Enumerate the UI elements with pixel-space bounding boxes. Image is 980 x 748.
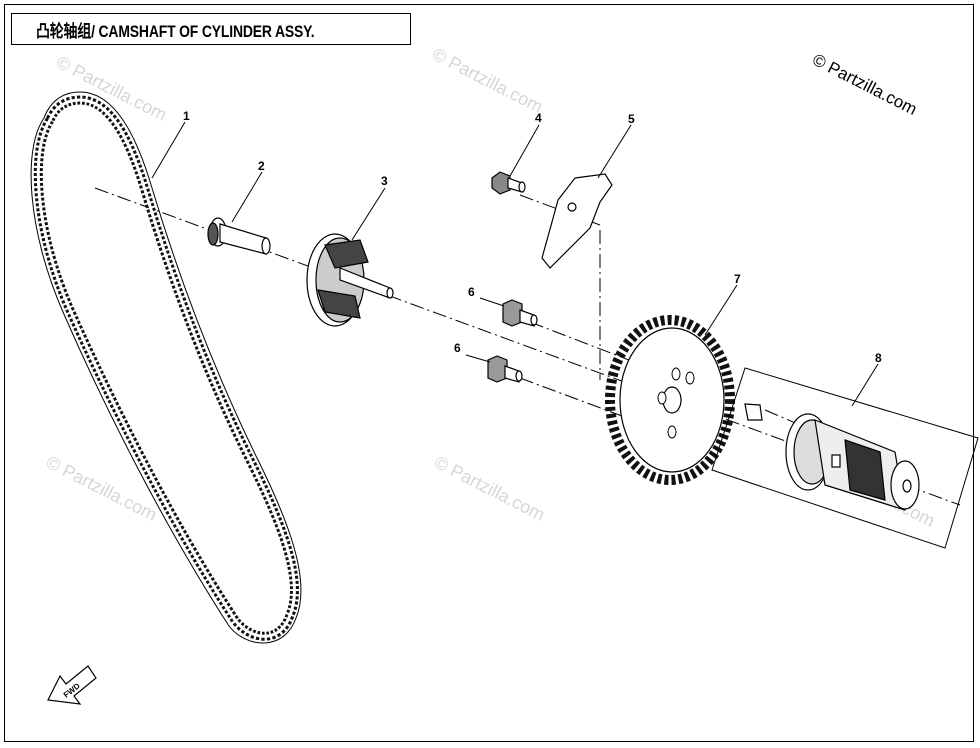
decompressor-weight-upper <box>324 239 369 269</box>
leader-8 <box>851 363 879 407</box>
callout-7: 7 <box>734 272 741 286</box>
chain-inner-gap <box>36 98 296 638</box>
callout-5: 5 <box>628 112 635 126</box>
diagram-frame <box>4 4 974 742</box>
leader-7 <box>704 284 738 336</box>
dowel-pin-lower-end <box>515 370 523 382</box>
dowel-pin-upper-end <box>530 314 538 326</box>
callout-6-upper: 6 <box>468 285 475 299</box>
camshaft-pin-hole <box>831 454 841 468</box>
timing-chain <box>30 91 302 644</box>
camshaft-end-hole <box>902 479 912 493</box>
leader-1 <box>151 121 186 179</box>
dowel-pin-lower-head <box>487 355 508 383</box>
decompressor-shaft-end <box>386 287 394 299</box>
callout-3: 3 <box>381 174 388 188</box>
chain-outline <box>30 91 302 644</box>
sprocket-hole-1 <box>685 371 695 385</box>
bolt <box>491 171 526 195</box>
fwd-arrow-shape <box>47 665 97 705</box>
camshaft-lobe-gear <box>844 439 886 501</box>
fwd-arrow: FWD <box>47 665 97 705</box>
pin-axis-line-lower <box>519 377 701 446</box>
lock-plate-body <box>541 173 613 269</box>
camshaft <box>744 403 920 511</box>
dowel-pin-lower <box>487 355 523 383</box>
callout-6-lower: 6 <box>454 341 461 355</box>
pin-body <box>219 223 267 255</box>
callout-2: 2 <box>258 159 265 173</box>
dowel-pin-lower-body <box>504 365 520 383</box>
sprocket-hole-2 <box>671 367 681 381</box>
camshaft-dowel <box>744 403 763 421</box>
bolt-head <box>491 171 511 195</box>
pin-head-shade <box>207 222 219 246</box>
pin-end <box>261 237 271 255</box>
sprocket-hole-4 <box>667 425 677 439</box>
callout-8: 8 <box>875 351 882 365</box>
leader-lines <box>151 121 879 407</box>
leader-5 <box>597 124 632 179</box>
dowel-pin-upper-head <box>502 299 523 327</box>
camshaft-box <box>711 367 979 549</box>
leader-6a <box>479 297 505 307</box>
cam-sprocket <box>605 315 735 485</box>
callout-1: 1 <box>183 109 190 123</box>
title-box: 凸轮轴组/ CAMSHAFT OF CYLINDER ASSY. <box>11 13 411 45</box>
leader-2 <box>231 171 263 223</box>
dowel-pin-upper <box>502 299 538 327</box>
callout-4: 4 <box>535 111 542 125</box>
leader-6b <box>465 354 491 363</box>
camshaft-bracket <box>711 367 979 549</box>
decompressor-weight-lower <box>317 289 361 319</box>
bolt-end <box>518 181 526 193</box>
page-title: 凸轮轴组/ CAMSHAFT OF CYLINDER ASSY. <box>36 21 315 41</box>
sprocket-hole-3 <box>657 391 667 405</box>
dowel-pin-upper-body <box>519 309 535 327</box>
lock-plate <box>541 173 613 269</box>
callouts: 1 2 3 4 5 6 6 7 8 <box>183 109 882 365</box>
leader-3 <box>351 187 386 241</box>
leader-4 <box>509 124 540 177</box>
camshaft-pin <box>207 217 271 255</box>
sprocket-teeth <box>605 315 735 485</box>
lock-plate-hole <box>567 202 577 212</box>
decompressor-assembly <box>306 233 394 327</box>
chain-outer-links <box>33 95 299 641</box>
